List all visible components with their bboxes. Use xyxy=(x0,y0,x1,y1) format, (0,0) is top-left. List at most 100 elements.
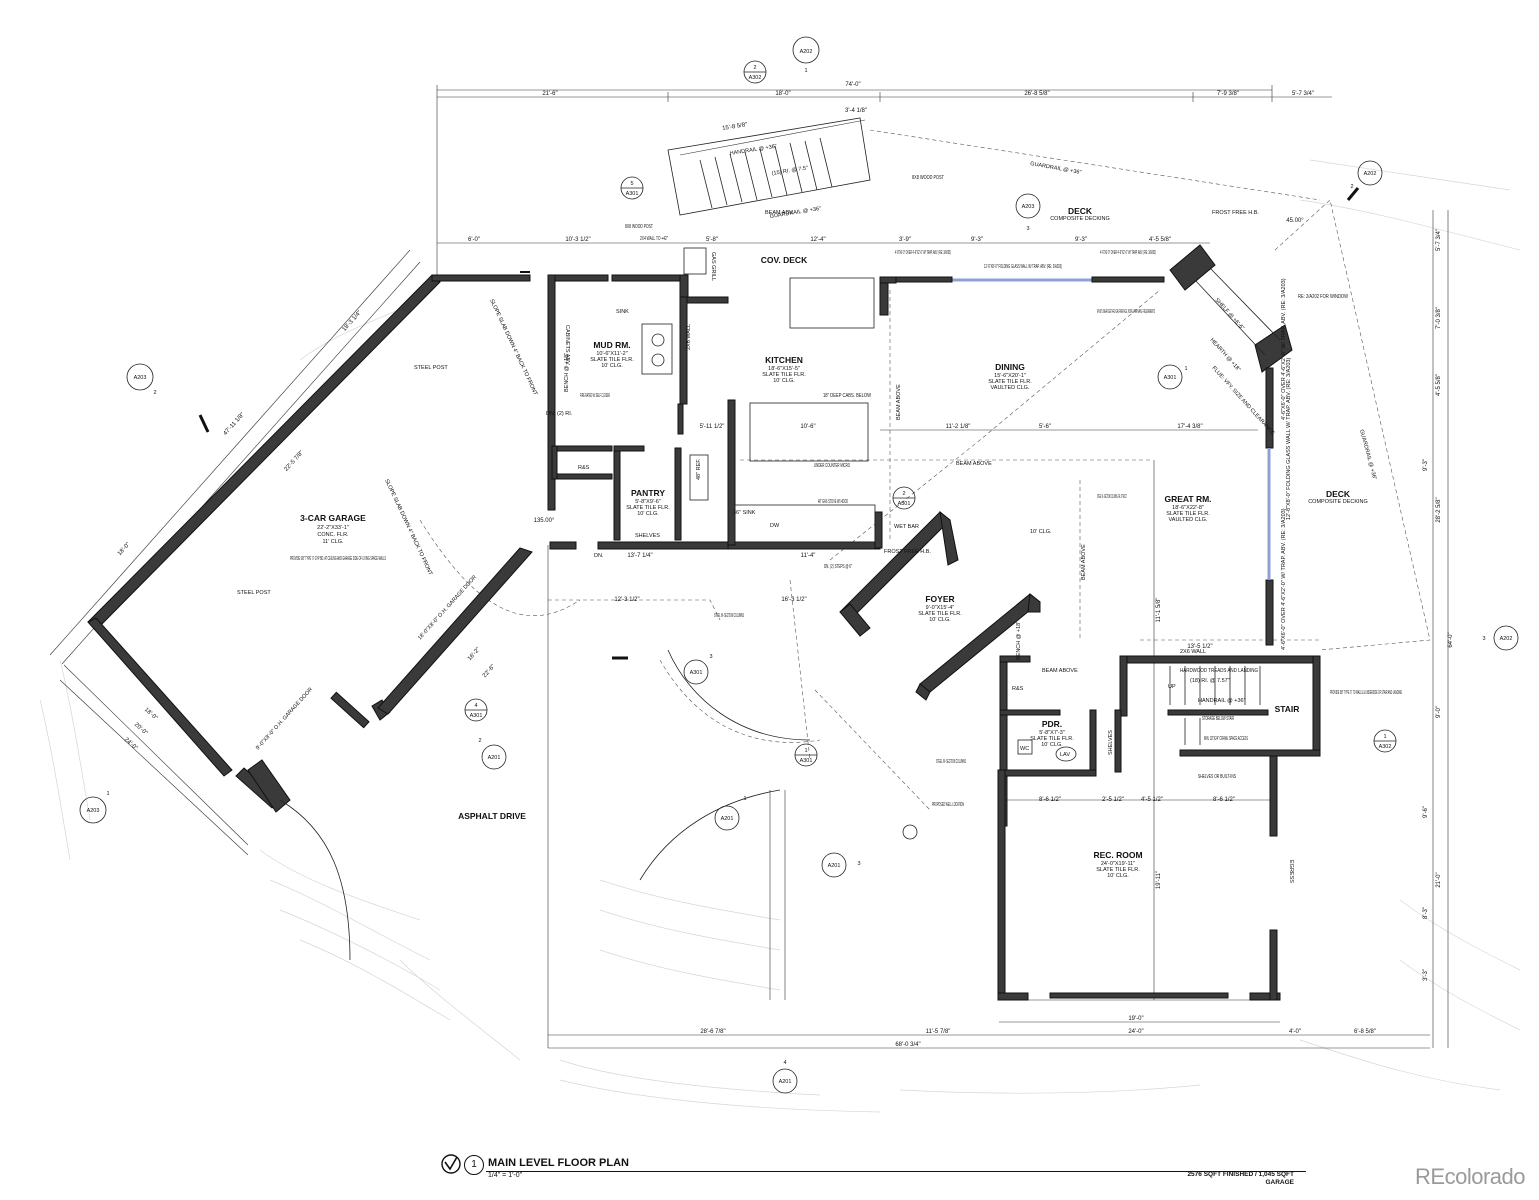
svg-text:A201: A201 xyxy=(779,1079,792,1085)
svg-text:11'-1 5/8": 11'-1 5/8" xyxy=(1156,598,1162,623)
svg-text:5: 5 xyxy=(630,181,633,187)
svg-text:16'-2": 16'-2" xyxy=(467,647,482,662)
north-wall-8 xyxy=(895,276,953,283)
svg-text:SHELVES OR BUILT-INS: SHELVES OR BUILT-INS xyxy=(1198,774,1236,780)
svg-text:8X8 WOOD POST: 8X8 WOOD POST xyxy=(625,224,653,230)
svg-text:SLATE TILE FLR.: SLATE TILE FLR. xyxy=(626,505,670,511)
svg-text:11'-2 1/8": 11'-2 1/8" xyxy=(946,424,971,430)
svg-text:VAULTED CLG.: VAULTED CLG. xyxy=(991,385,1030,391)
svg-text:5'-8": 5'-8" xyxy=(706,237,718,243)
svg-text:A301: A301 xyxy=(898,501,911,507)
callout-a201-4 xyxy=(772,1068,798,1094)
svg-text:6'-8 5/8": 6'-8 5/8" xyxy=(1354,1029,1376,1035)
callout-a202-2 xyxy=(1357,160,1383,186)
svg-text:COMPOSITE DECKING: COMPOSITE DECKING xyxy=(1308,499,1368,505)
fireplace-wall-1 xyxy=(1169,244,1216,291)
svg-text:68'-0 3/4": 68'-0 3/4" xyxy=(895,1042,920,1048)
svg-text:4'-5 5/8": 4'-5 5/8" xyxy=(1436,374,1442,396)
svg-text:8'-3": 8'-3" xyxy=(1423,907,1429,919)
svg-text:8X8 WOOD POST: 8X8 WOOD POST xyxy=(912,175,944,181)
south-wall-2 xyxy=(597,541,729,550)
svg-text:2: 2 xyxy=(478,738,481,744)
svg-text:26'-8 5/8": 26'-8 5/8" xyxy=(1024,91,1049,97)
svg-text:EGRESS: EGRESS xyxy=(1288,860,1294,883)
svg-text:GAS GRILL: GAS GRILL xyxy=(710,252,716,281)
svg-text:DN. (2) RI.: DN. (2) RI. xyxy=(546,411,573,417)
svg-text:VAULTED CLG.: VAULTED CLG. xyxy=(1169,517,1208,523)
svg-text:15'-6"X20'-1": 15'-6"X20'-1" xyxy=(994,373,1026,379)
svg-text:DN.: DN. xyxy=(594,553,604,559)
fireplace-wall-2 xyxy=(1254,324,1293,373)
svg-text:1: 1 xyxy=(743,796,746,802)
callout-a201-3 xyxy=(821,852,847,878)
svg-text:21'-6": 21'-6" xyxy=(542,91,557,97)
svg-text:24'-0": 24'-0" xyxy=(1128,1029,1143,1035)
asphalt-drive-label: ASPHALT DRIVE xyxy=(458,811,526,821)
svg-text:WC: WC xyxy=(1020,746,1029,752)
garage-wall-nw xyxy=(87,274,441,631)
svg-text:22'-2"X33'-1": 22'-2"X33'-1" xyxy=(317,525,349,531)
svg-text:19'-0": 19'-0" xyxy=(1128,1016,1143,1022)
svg-text:SLATE TILE FLR.: SLATE TILE FLR. xyxy=(1030,736,1074,742)
svg-text:24'-0": 24'-0" xyxy=(123,737,138,752)
svg-text:A301: A301 xyxy=(690,670,703,676)
svg-text:9'-0"X8'-0" O.H. GARAGE DOOR: 9'-0"X8'-0" O.H. GARAGE DOOR xyxy=(255,687,314,752)
callout-a203-3 xyxy=(1015,193,1041,219)
svg-text:4'-0": 4'-0" xyxy=(1289,1029,1301,1035)
svg-text:9'-3": 9'-3" xyxy=(971,237,983,243)
svg-text:4'-6"X6'-0" OVER 4'-6"X2'-0" W: 4'-6"X6'-0" OVER 4'-6"X2'-0" W/ TRAP. AB… xyxy=(1281,508,1287,650)
svg-text:5'-7 3/4": 5'-7 3/4" xyxy=(1292,91,1314,97)
svg-text:GUARDRAIL @ +36": GUARDRAIL @ +36" xyxy=(1030,161,1082,176)
garage-label: 3-CAR GARAGE xyxy=(300,513,366,523)
svg-text:10' CLG.: 10' CLG. xyxy=(773,378,795,384)
svg-text:10'-6"X11'-2": 10'-6"X11'-2" xyxy=(596,351,627,357)
svg-text:3: 3 xyxy=(857,861,860,867)
foyer-wall-2 xyxy=(839,603,871,637)
terrain-hatch xyxy=(39,159,1521,1113)
south-wall-3 xyxy=(727,541,881,550)
pdr-wall-s xyxy=(999,769,1097,777)
svg-text:RE: 2/A202 FOR WINDOW: RE: 2/A202 FOR WINDOW xyxy=(1298,294,1349,300)
shelves-wall-e xyxy=(1114,709,1122,773)
svg-text:WET BAR: WET BAR xyxy=(894,524,919,530)
rs-wall-w xyxy=(551,445,558,480)
svg-text:BEAM ABOVE: BEAM ABOVE xyxy=(1042,668,1078,674)
svg-text:A302: A302 xyxy=(1379,744,1392,750)
svg-text:A203: A203 xyxy=(134,375,147,381)
svg-text:PROVIDE 5/8" TYPE 'X' TO WALLS: PROVIDE 5/8" TYPE 'X' TO WALLS & UNDERSI… xyxy=(1330,690,1402,696)
svg-text:A201: A201 xyxy=(488,755,501,761)
svg-text:SINK: SINK xyxy=(616,309,629,315)
svg-text:DN. (2) STEPS @ 6": DN. (2) STEPS @ 6" xyxy=(824,564,852,570)
svg-text:A203: A203 xyxy=(1022,204,1035,210)
mud-wall-w xyxy=(547,274,556,511)
svg-text:R&S: R&S xyxy=(578,465,590,471)
svg-text:STEEL POST: STEEL POST xyxy=(237,590,271,596)
east-wall-great-2 xyxy=(1265,579,1274,646)
stair-wall-s xyxy=(1179,749,1321,757)
title-block: 1 MAIN LEVEL FLOOR PLAN 1/4" = 1'-0" 257… xyxy=(438,1151,1318,1191)
svg-text:SLATE TILE FLR.: SLATE TILE FLR. xyxy=(1096,867,1140,873)
svg-text:3: 3 xyxy=(1482,636,1485,642)
pantry-wall-e xyxy=(674,447,682,541)
svg-text:10' CLG.: 10' CLG. xyxy=(1030,529,1052,535)
rec-wall-s3 xyxy=(1049,992,1229,999)
svg-text:1: 1 xyxy=(1383,734,1386,740)
svg-text:HANDRAIL @ +36": HANDRAIL @ +36" xyxy=(729,144,777,157)
svg-text:5'-8"X9'-6": 5'-8"X9'-6" xyxy=(635,499,661,505)
svg-text:10' CLG.: 10' CLG. xyxy=(929,617,951,623)
svg-text:PROVIDE 5/8" TYPE 'X' GYP BD.: PROVIDE 5/8" TYPE 'X' GYP BD. AT CEILING… xyxy=(290,556,386,562)
svg-text:STEEL POST: STEEL POST xyxy=(414,365,448,371)
svg-text:(15) RI. @ 7.5": (15) RI. @ 7.5" xyxy=(771,165,808,177)
pantry-wall-w xyxy=(613,447,621,541)
svg-text:A202: A202 xyxy=(1500,636,1513,642)
svg-text:4: 4 xyxy=(474,703,477,709)
callout-a203-2 xyxy=(126,363,154,391)
rec-wall-s1 xyxy=(997,992,1029,1001)
svg-text:SLATE TILE FLR.: SLATE TILE FLR. xyxy=(918,611,962,617)
svg-text:15'-8 5/8": 15'-8 5/8" xyxy=(722,122,748,132)
svg-text:10' CLG.: 10' CLG. xyxy=(637,511,659,517)
svg-text:8'-6 1/2": 8'-6 1/2" xyxy=(1039,797,1061,803)
svg-text:48" GAS STOVE W/ HOOD: 48" GAS STOVE W/ HOOD xyxy=(818,499,848,505)
svg-text:135.00°: 135.00° xyxy=(534,518,555,524)
grid-markers xyxy=(198,187,1360,660)
